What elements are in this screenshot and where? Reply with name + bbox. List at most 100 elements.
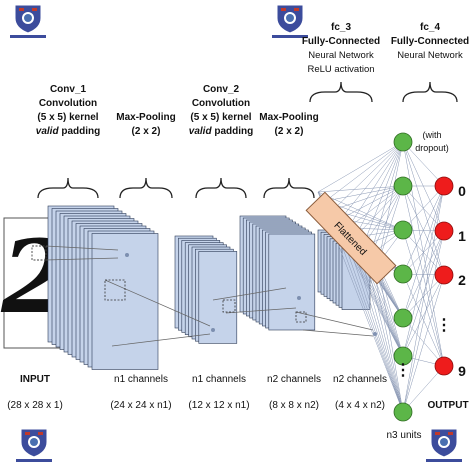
svg-text:INPUT: INPUT bbox=[20, 374, 50, 385]
feature-map bbox=[268, 233, 316, 331]
fc3-connection bbox=[377, 141, 404, 265]
pool2-label: Max-Pooling (2 x 2) bbox=[259, 112, 318, 137]
pool1-feature-maps bbox=[174, 235, 238, 344]
hidden-node bbox=[393, 220, 413, 240]
conv1-label: Conv_1 Convolution (5 x 5) kernel valid … bbox=[36, 84, 100, 137]
svg-text:(24 x 24 x n1): (24 x 24 x n1) bbox=[110, 400, 171, 411]
fc3-connection bbox=[370, 141, 404, 256]
fc3-type: Fully-Connected bbox=[302, 36, 380, 47]
svg-text:(with: (with bbox=[422, 130, 441, 140]
pool1-title: Max-Pooling bbox=[116, 112, 175, 123]
fc3-activation: ReLU activation bbox=[307, 64, 374, 75]
stage3-caption: n2 channels (8 x 8 x n2) bbox=[267, 374, 321, 411]
fc3-title: fc_3 bbox=[331, 22, 351, 33]
brace-pool2 bbox=[263, 177, 315, 199]
output-label-0: 0 bbox=[458, 183, 466, 199]
conv2-kernel: (5 x 5) kernel bbox=[190, 112, 251, 123]
fc4-connection bbox=[402, 365, 445, 413]
brace-conv2 bbox=[195, 177, 247, 199]
brace-fc4 bbox=[402, 81, 458, 103]
svg-text:n1 channels: n1 channels bbox=[192, 374, 246, 385]
conv1-padding: valid padding bbox=[36, 126, 100, 137]
fc4-type: Fully-Connected bbox=[391, 36, 469, 47]
conv1-title: Conv_1 bbox=[50, 84, 87, 95]
fc3-connection bbox=[340, 141, 404, 220]
fc4-connection bbox=[402, 230, 445, 413]
hidden-node bbox=[393, 346, 413, 366]
university-shield-icon bbox=[426, 428, 462, 462]
hidden-node bbox=[393, 402, 413, 422]
fc3-connection bbox=[340, 185, 404, 220]
conv1-kernel: (5 x 5) kernel bbox=[37, 112, 98, 123]
fc3-connection bbox=[377, 263, 404, 413]
fc4-connection bbox=[402, 230, 445, 319]
fc4-connection bbox=[402, 230, 445, 357]
fc3-connection bbox=[347, 141, 404, 229]
output-node bbox=[434, 356, 454, 376]
conv2-type: Convolution bbox=[192, 98, 250, 109]
university-shield-icon bbox=[272, 4, 308, 38]
svg-text:n2 channels: n2 channels bbox=[267, 374, 321, 385]
fc4-connection bbox=[402, 141, 445, 232]
output-caption: OUTPUT bbox=[427, 400, 468, 411]
fc3-connection bbox=[325, 141, 404, 202]
pool2-title: Max-Pooling bbox=[259, 112, 318, 123]
pool1-label: Max-Pooling (2 x 2) bbox=[116, 112, 175, 137]
fc4-connection bbox=[402, 317, 445, 367]
dropout-label: (with dropout) bbox=[415, 130, 449, 153]
receptive-field-1 bbox=[31, 245, 47, 261]
conv2-title: Conv_2 bbox=[203, 84, 240, 95]
brace-fc3 bbox=[309, 81, 373, 103]
feature-map-stacks bbox=[47, 205, 371, 370]
hidden-ellipsis: ⋮ bbox=[395, 362, 411, 379]
conv2-label: Conv_2 Convolution (5 x 5) kernel valid … bbox=[189, 84, 253, 137]
hidden-node bbox=[393, 264, 413, 284]
fc3-connection bbox=[362, 185, 404, 247]
fc4-label: fc_4 Fully-Connected Neural Network bbox=[391, 22, 469, 61]
projection-lines bbox=[45, 245, 374, 347]
fc4-connection bbox=[402, 185, 445, 367]
svg-text:(4 x 4 x n2): (4 x 4 x n2) bbox=[335, 400, 385, 411]
university-shield-icon bbox=[16, 428, 52, 462]
fc3-connection bbox=[332, 185, 404, 211]
hidden-node bbox=[393, 176, 413, 196]
svg-text:(8 x 8 x n2): (8 x 8 x n2) bbox=[269, 400, 319, 411]
svg-text:(12 x 12 x n1): (12 x 12 x n1) bbox=[188, 400, 249, 411]
svg-text:(28 x 28 x 1): (28 x 28 x 1) bbox=[7, 400, 63, 411]
brace-conv1 bbox=[37, 177, 99, 199]
hidden-units-caption: n3 units bbox=[386, 430, 421, 441]
university-shield-icon bbox=[10, 4, 46, 38]
fc3-connection bbox=[332, 141, 404, 211]
pool2-size: (2 x 2) bbox=[275, 126, 304, 137]
fc4-connection bbox=[402, 274, 445, 319]
fc4-title: fc_4 bbox=[420, 22, 440, 33]
hidden-node bbox=[393, 132, 413, 152]
svg-text:n2 channels: n2 channels bbox=[333, 374, 387, 385]
fc4-connection bbox=[402, 185, 445, 319]
fc3-connection bbox=[355, 185, 404, 238]
hidden-node bbox=[393, 308, 413, 328]
feature-map bbox=[198, 251, 238, 344]
fc4-connection bbox=[402, 141, 445, 187]
fc3-label: fc_3 Fully-Connected Neural Network ReLU… bbox=[302, 22, 380, 75]
feature-map bbox=[91, 233, 159, 370]
output-node bbox=[434, 265, 454, 285]
fc4-connection bbox=[402, 185, 445, 275]
conv2-feature-maps bbox=[239, 215, 316, 331]
fc4-connection bbox=[402, 273, 445, 367]
fc4-connection bbox=[402, 185, 445, 357]
conv2-padding: valid padding bbox=[189, 126, 253, 137]
conv1-feature-maps bbox=[47, 205, 159, 370]
stage4-caption: n2 channels (4 x 4 x n2) bbox=[333, 374, 387, 411]
stage1-caption: n1 channels (24 x 24 x n1) bbox=[110, 374, 171, 411]
fc3-connection bbox=[317, 191, 404, 231]
fc3-connection bbox=[317, 141, 404, 193]
output-node bbox=[434, 221, 454, 241]
fc3-connection bbox=[362, 141, 404, 247]
output-label-1: 1 bbox=[458, 228, 466, 244]
output-ellipsis: ⋮ bbox=[436, 317, 452, 334]
fc4-connection bbox=[402, 185, 445, 413]
fc3-connection bbox=[355, 141, 404, 238]
